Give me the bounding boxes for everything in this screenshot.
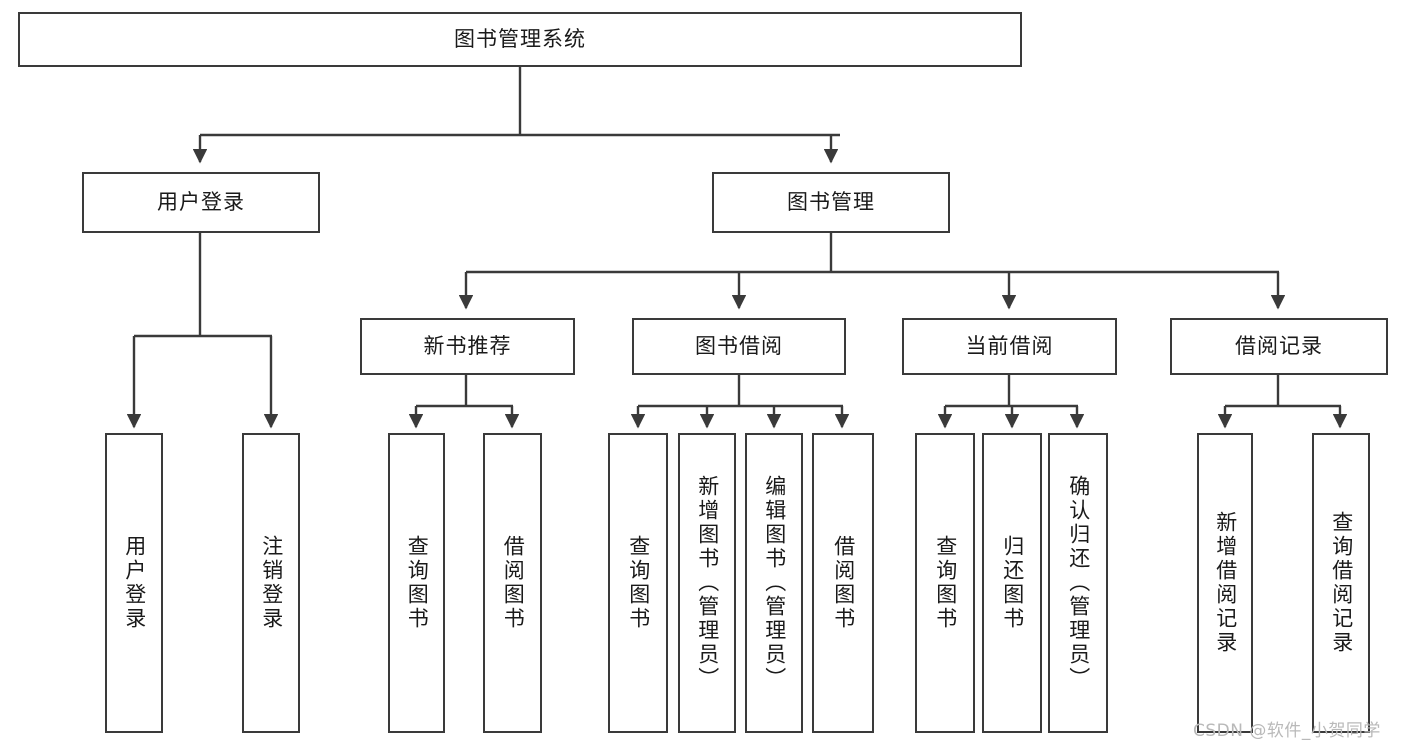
node-new-book-recommend[interactable]: 新书推荐	[360, 318, 575, 375]
node-label: 新书推荐	[423, 334, 512, 359]
node-borrow-record[interactable]: 借阅记录	[1170, 318, 1388, 375]
node-book-borrow[interactable]: 图书借阅	[632, 318, 846, 375]
leaf-borrow-record-query[interactable]: 查询借阅记录	[1312, 433, 1370, 733]
leaf-current-borrow-confirm-return[interactable]: 确认归还（管理员）	[1048, 433, 1108, 733]
node-label: 当前借阅	[965, 334, 1054, 359]
node-label: 用户登录	[122, 535, 147, 631]
node-label: 查询借阅记录	[1329, 511, 1354, 655]
node-label: 图书管理系统	[454, 27, 586, 52]
leaf-user-login-logout[interactable]: 注销登录	[242, 433, 300, 733]
leaf-user-login-login[interactable]: 用户登录	[105, 433, 163, 733]
node-label: 借阅记录	[1235, 334, 1323, 359]
leaf-book-borrow-lend[interactable]: 借阅图书	[812, 433, 874, 733]
node-current-borrow[interactable]: 当前借阅	[902, 318, 1117, 375]
node-label: 查询图书	[933, 535, 958, 631]
node-label: 借阅图书	[501, 535, 526, 631]
node-book-management[interactable]: 图书管理	[712, 172, 950, 233]
node-label: 用户登录	[157, 190, 245, 215]
node-root-system[interactable]: 图书管理系统	[18, 12, 1022, 67]
node-label: 借阅图书	[831, 535, 856, 631]
node-label: 新增借阅记录	[1213, 511, 1238, 655]
node-label: 查询图书	[405, 535, 430, 631]
node-label: 确认归还（管理员）	[1066, 475, 1091, 691]
leaf-book-borrow-add[interactable]: 新增图书（管理员）	[678, 433, 736, 733]
leaf-current-borrow-return[interactable]: 归还图书	[982, 433, 1042, 733]
leaf-new-book-query[interactable]: 查询图书	[388, 433, 445, 733]
leaf-current-borrow-query[interactable]: 查询图书	[915, 433, 975, 733]
node-label: 注销登录	[259, 535, 284, 631]
node-user-login[interactable]: 用户登录	[82, 172, 320, 233]
leaf-new-book-borrow[interactable]: 借阅图书	[483, 433, 542, 733]
leaf-borrow-record-add[interactable]: 新增借阅记录	[1197, 433, 1253, 733]
leaf-book-borrow-query[interactable]: 查询图书	[608, 433, 668, 733]
node-label: 查询图书	[626, 535, 651, 631]
node-label: 图书借阅	[695, 334, 783, 359]
node-label: 图书管理	[787, 190, 875, 215]
node-label: 归还图书	[1000, 535, 1025, 631]
csdn-watermark: CSDN @软件_小贺同学	[1193, 721, 1381, 741]
node-label: 新增图书（管理员）	[695, 475, 720, 691]
leaf-book-borrow-edit[interactable]: 编辑图书（管理员）	[745, 433, 803, 733]
node-label: 编辑图书（管理员）	[762, 475, 787, 691]
